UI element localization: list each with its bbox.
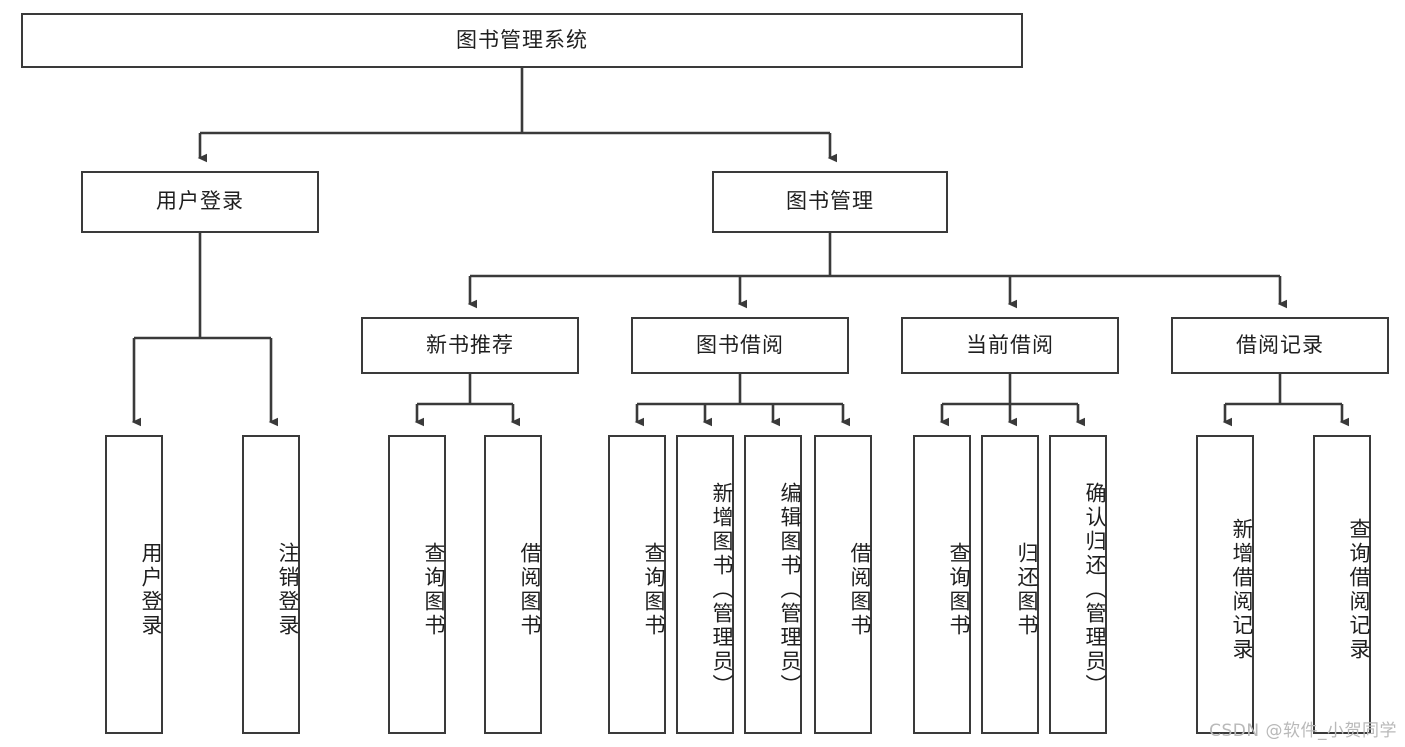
leaf-return-book[interactable]: 归还图书 (981, 435, 1039, 734)
leaf-return-book-label: 归还图书 (1015, 541, 1039, 638)
node-user-login[interactable]: 用户登录 (81, 171, 319, 233)
leaf-query-book-2[interactable]: 查询图书 (608, 435, 666, 734)
leaf-add-record[interactable]: 新增借阅记录 (1196, 435, 1254, 734)
node-borrow-record[interactable]: 借阅记录 (1171, 317, 1389, 374)
node-root-label: 图书管理系统 (456, 27, 588, 52)
node-root[interactable]: 图书管理系统 (21, 13, 1023, 68)
leaf-query-record[interactable]: 查询借阅记录 (1313, 435, 1371, 734)
node-current-borrow[interactable]: 当前借阅 (901, 317, 1119, 374)
leaf-query-book-3-label: 查询图书 (947, 541, 971, 638)
node-borrow-record-label: 借阅记录 (1236, 332, 1324, 357)
leaf-user-login[interactable]: 用户登录 (105, 435, 163, 734)
leaf-query-book-1[interactable]: 查询图书 (388, 435, 446, 734)
watermark: CSDN @软件_小贺同学 (1209, 721, 1397, 741)
leaf-borrow-book-1-label: 借阅图书 (518, 541, 542, 638)
leaf-user-logout[interactable]: 注销登录 (242, 435, 300, 734)
node-book-borrow[interactable]: 图书借阅 (631, 317, 849, 374)
node-user-login-label: 用户登录 (156, 189, 244, 214)
leaf-confirm-return[interactable]: 确认归还（管理员） (1049, 435, 1107, 734)
leaf-borrow-book-1[interactable]: 借阅图书 (484, 435, 542, 734)
leaf-edit-book-label: 编辑图书（管理员） (778, 481, 802, 698)
node-book-manage[interactable]: 图书管理 (712, 171, 948, 233)
leaf-add-book-label: 新增图书（管理员） (710, 481, 734, 698)
leaf-borrow-book-2-label: 借阅图书 (848, 541, 872, 638)
node-new-book-recommend-label: 新书推荐 (426, 332, 514, 357)
leaf-query-record-label: 查询借阅记录 (1347, 517, 1371, 662)
leaf-user-login-label: 用户登录 (139, 541, 163, 638)
leaf-confirm-return-label: 确认归还（管理员） (1083, 481, 1107, 698)
node-book-borrow-label: 图书借阅 (696, 332, 784, 357)
leaf-query-book-1-label: 查询图书 (422, 541, 446, 638)
leaf-add-book[interactable]: 新增图书（管理员） (676, 435, 734, 734)
node-book-manage-label: 图书管理 (786, 189, 874, 214)
leaf-user-logout-label: 注销登录 (276, 541, 300, 638)
leaf-add-record-label: 新增借阅记录 (1230, 517, 1254, 662)
node-new-book-recommend[interactable]: 新书推荐 (361, 317, 579, 374)
leaf-edit-book[interactable]: 编辑图书（管理员） (744, 435, 802, 734)
leaf-query-book-3[interactable]: 查询图书 (913, 435, 971, 734)
leaf-borrow-book-2[interactable]: 借阅图书 (814, 435, 872, 734)
leaf-query-book-2-label: 查询图书 (642, 541, 666, 638)
node-current-borrow-label: 当前借阅 (966, 332, 1054, 357)
